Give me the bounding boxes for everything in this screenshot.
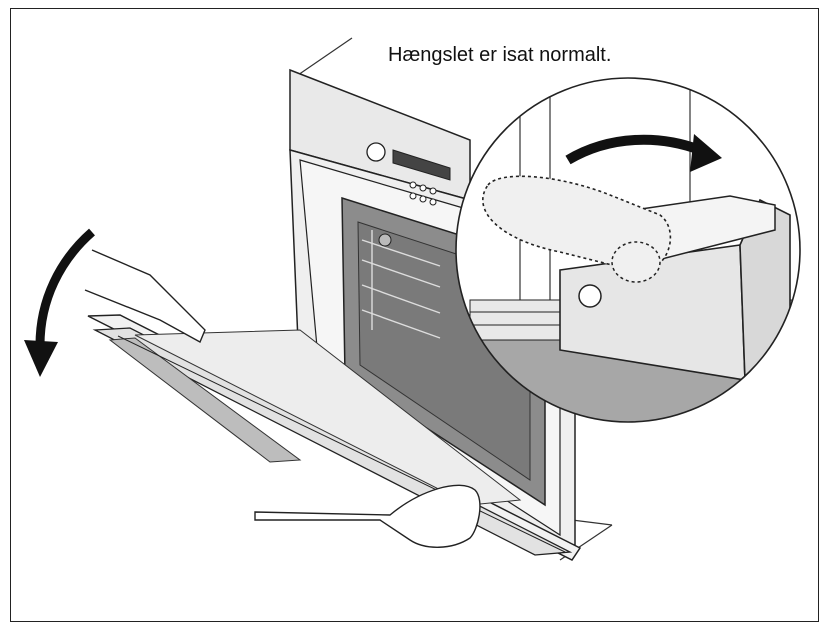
curved-arrow-down-icon [24, 228, 95, 377]
hinge-pin-icon [578, 284, 602, 308]
oven-light-icon [378, 233, 392, 247]
hands [84, 249, 481, 548]
hinge-detail-inset [455, 77, 801, 423]
hinge-caption: Hængslet er isat normalt. [388, 44, 612, 66]
control-knob-icon [366, 142, 386, 162]
display-icon [392, 149, 451, 181]
curved-arrow-right-icon [565, 134, 722, 172]
control-panel [366, 142, 451, 206]
